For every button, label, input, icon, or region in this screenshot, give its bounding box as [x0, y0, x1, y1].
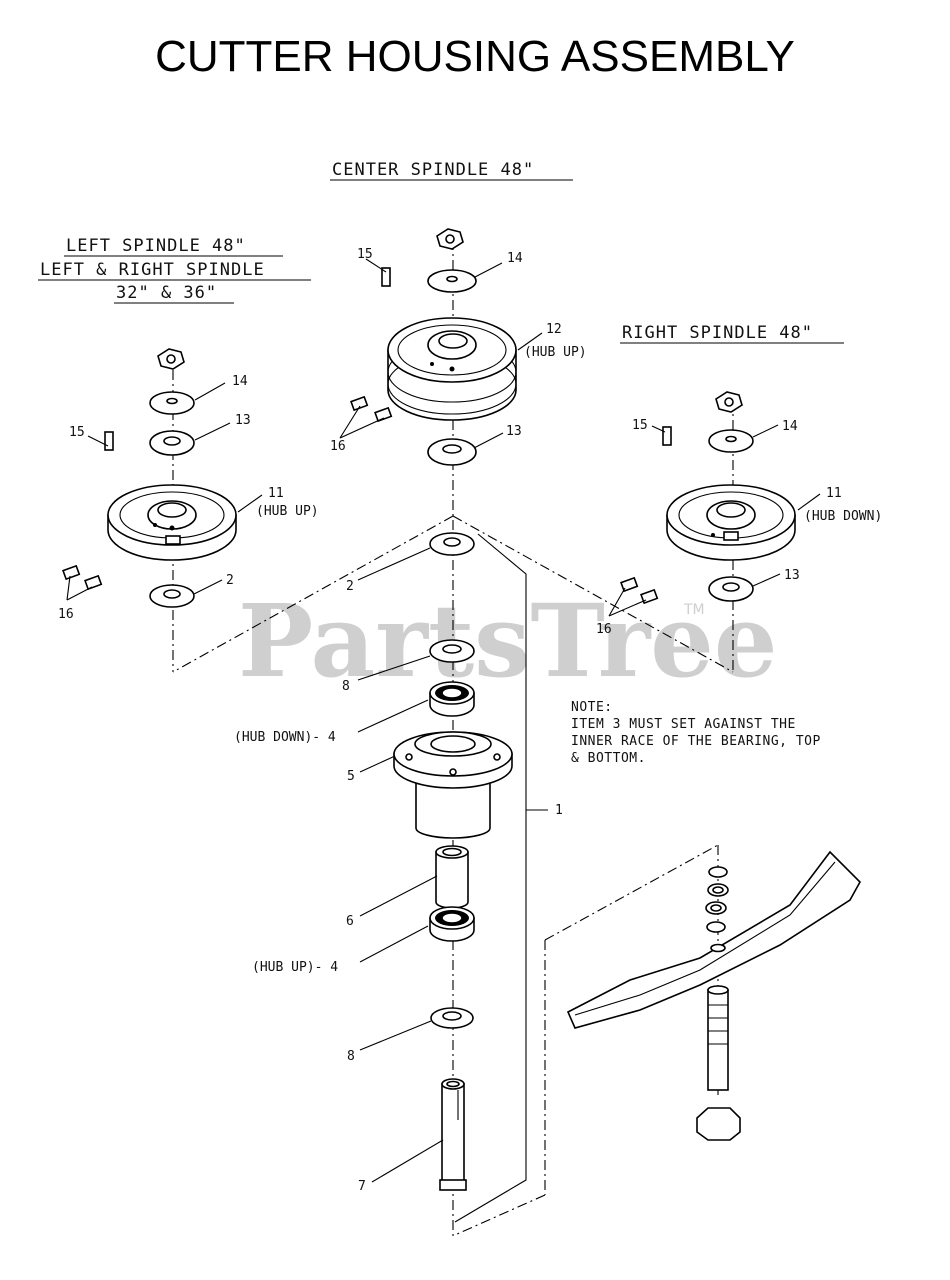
callout-13-center: 13 — [506, 424, 522, 439]
callout-labels: 15 14 12 (HUB UP) 16 13 14 13 15 11 (HUB… — [58, 247, 882, 1194]
svg-text:INNER RACE OF THE BEARING, TOP: INNER RACE OF THE BEARING, TOP — [571, 734, 821, 749]
right-pulley-11 — [666, 484, 796, 561]
callout-7: 7 — [358, 1179, 366, 1194]
callout-1: 1 — [555, 803, 563, 818]
svg-text:RIGHT SPINDLE 48": RIGHT SPINDLE 48" — [622, 323, 813, 343]
svg-text:LEFT SPINDLE 48": LEFT SPINDLE 48" — [66, 236, 246, 256]
mower-blade — [566, 850, 861, 1029]
svg-text:32" & 36": 32" & 36" — [116, 283, 217, 303]
spindle-housing-5 — [393, 731, 513, 839]
left-set-screws-16 — [62, 564, 103, 591]
bearing-4-bottom — [429, 906, 475, 942]
watermark: PartsTree TM — [238, 582, 778, 700]
callout-2-left: 2 — [226, 573, 234, 588]
spindle-stack — [393, 532, 513, 1191]
center-pulley-12 — [387, 317, 517, 421]
assembly-bracket-line — [454, 533, 548, 1223]
right-spindle-group — [620, 391, 796, 605]
callout-8-bottom: 8 — [347, 1049, 355, 1064]
callout-11-right: 11 — [826, 486, 842, 501]
svg-text:LEFT & RIGHT SPINDLE: LEFT & RIGHT SPINDLE — [40, 260, 265, 280]
center-spindle-group — [350, 228, 517, 466]
callout-12: 12 — [546, 322, 562, 337]
page-title: CUTTER HOUSING ASSEMBLY — [155, 32, 795, 81]
callout-15-right: 15 — [632, 418, 648, 433]
right-set-screws-16 — [620, 576, 659, 605]
assembly-note: NOTE: ITEM 3 MUST SET AGAINST THE INNER … — [571, 700, 821, 766]
svg-text:TM: TM — [683, 602, 705, 618]
callout-15-left: 15 — [69, 425, 85, 440]
spindle-shaft-7 — [439, 1078, 467, 1191]
svg-text:NOTE:: NOTE: — [571, 700, 613, 715]
callout-11-left-note: (HUB UP) — [256, 504, 319, 519]
callout-16-left: 16 — [58, 607, 74, 622]
callout-12-note: (HUB UP) — [524, 345, 587, 360]
callout-16-right: 16 — [596, 622, 612, 637]
svg-text:CENTER SPINDLE 48": CENTER SPINDLE 48" — [332, 160, 534, 180]
left-key-15 — [104, 431, 114, 451]
callout-11-left: 11 — [268, 486, 284, 501]
left-pulley-11 — [107, 484, 237, 561]
blade-bolt — [696, 985, 741, 1141]
heading-center-spindle: CENTER SPINDLE 48" — [330, 160, 573, 181]
callout-16-center: 16 — [330, 439, 346, 454]
center-set-screws-16 — [350, 395, 393, 423]
callout-14-right: 14 — [782, 419, 798, 434]
blade-washers — [705, 866, 729, 933]
callout-4-bottom: (HUB UP)- 4 — [252, 960, 338, 975]
callout-8-top: 8 — [342, 679, 350, 694]
heading-right-spindle: RIGHT SPINDLE 48" — [620, 323, 844, 344]
left-spindle-group — [62, 348, 237, 608]
svg-text:ITEM 3 MUST SET AGAINST THE: ITEM 3 MUST SET AGAINST THE — [571, 717, 796, 732]
callout-5: 5 — [347, 769, 355, 784]
callout-14-left: 14 — [232, 374, 248, 389]
callout-4-top: (HUB DOWN)- 4 — [234, 730, 336, 745]
callout-14-center: 14 — [507, 251, 523, 266]
bearing-4-top — [429, 681, 475, 717]
blade-assembly — [566, 850, 861, 1141]
callout-13-right: 13 — [784, 568, 800, 583]
leader-lines — [66, 258, 821, 1183]
callout-13-left: 13 — [235, 413, 251, 428]
spacer-tube-6 — [435, 845, 469, 909]
heading-left-spindle: LEFT SPINDLE 48" LEFT & RIGHT SPINDLE 32… — [38, 236, 311, 304]
callout-11-right-note: (HUB DOWN) — [804, 509, 882, 524]
svg-text:PartsTree: PartsTree — [238, 582, 778, 700]
right-key-15 — [662, 426, 672, 446]
callout-2: 2 — [346, 579, 354, 594]
callout-6: 6 — [346, 914, 354, 929]
svg-text:& BOTTOM.: & BOTTOM. — [571, 751, 646, 766]
callout-15-center: 15 — [357, 247, 373, 262]
center-key-15 — [381, 267, 391, 287]
